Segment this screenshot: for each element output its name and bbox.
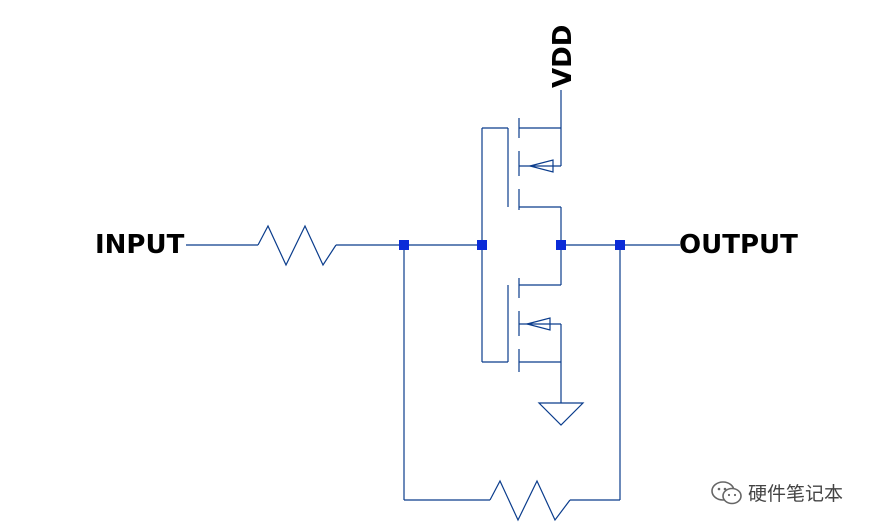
output-label: OUTPUT bbox=[679, 230, 798, 260]
wechat-icon bbox=[710, 480, 744, 506]
feedback-wire bbox=[403, 245, 621, 501]
watermark-text: 硬件笔记本 bbox=[748, 483, 844, 505]
nmos-transistor bbox=[518, 245, 562, 403]
ground-symbol bbox=[537, 402, 585, 426]
junction-gate-node bbox=[477, 240, 487, 250]
input-label: INPUT bbox=[95, 230, 185, 260]
junction-drain-node bbox=[556, 240, 566, 250]
watermark: 硬件笔记本 bbox=[710, 479, 843, 506]
vdd-label: VDD bbox=[548, 24, 578, 88]
pmos-transistor bbox=[518, 90, 562, 245]
junction-input-node bbox=[399, 240, 409, 250]
feedback-resistor bbox=[489, 479, 571, 522]
input-resistor bbox=[257, 224, 337, 267]
junction-output-node bbox=[615, 240, 625, 250]
